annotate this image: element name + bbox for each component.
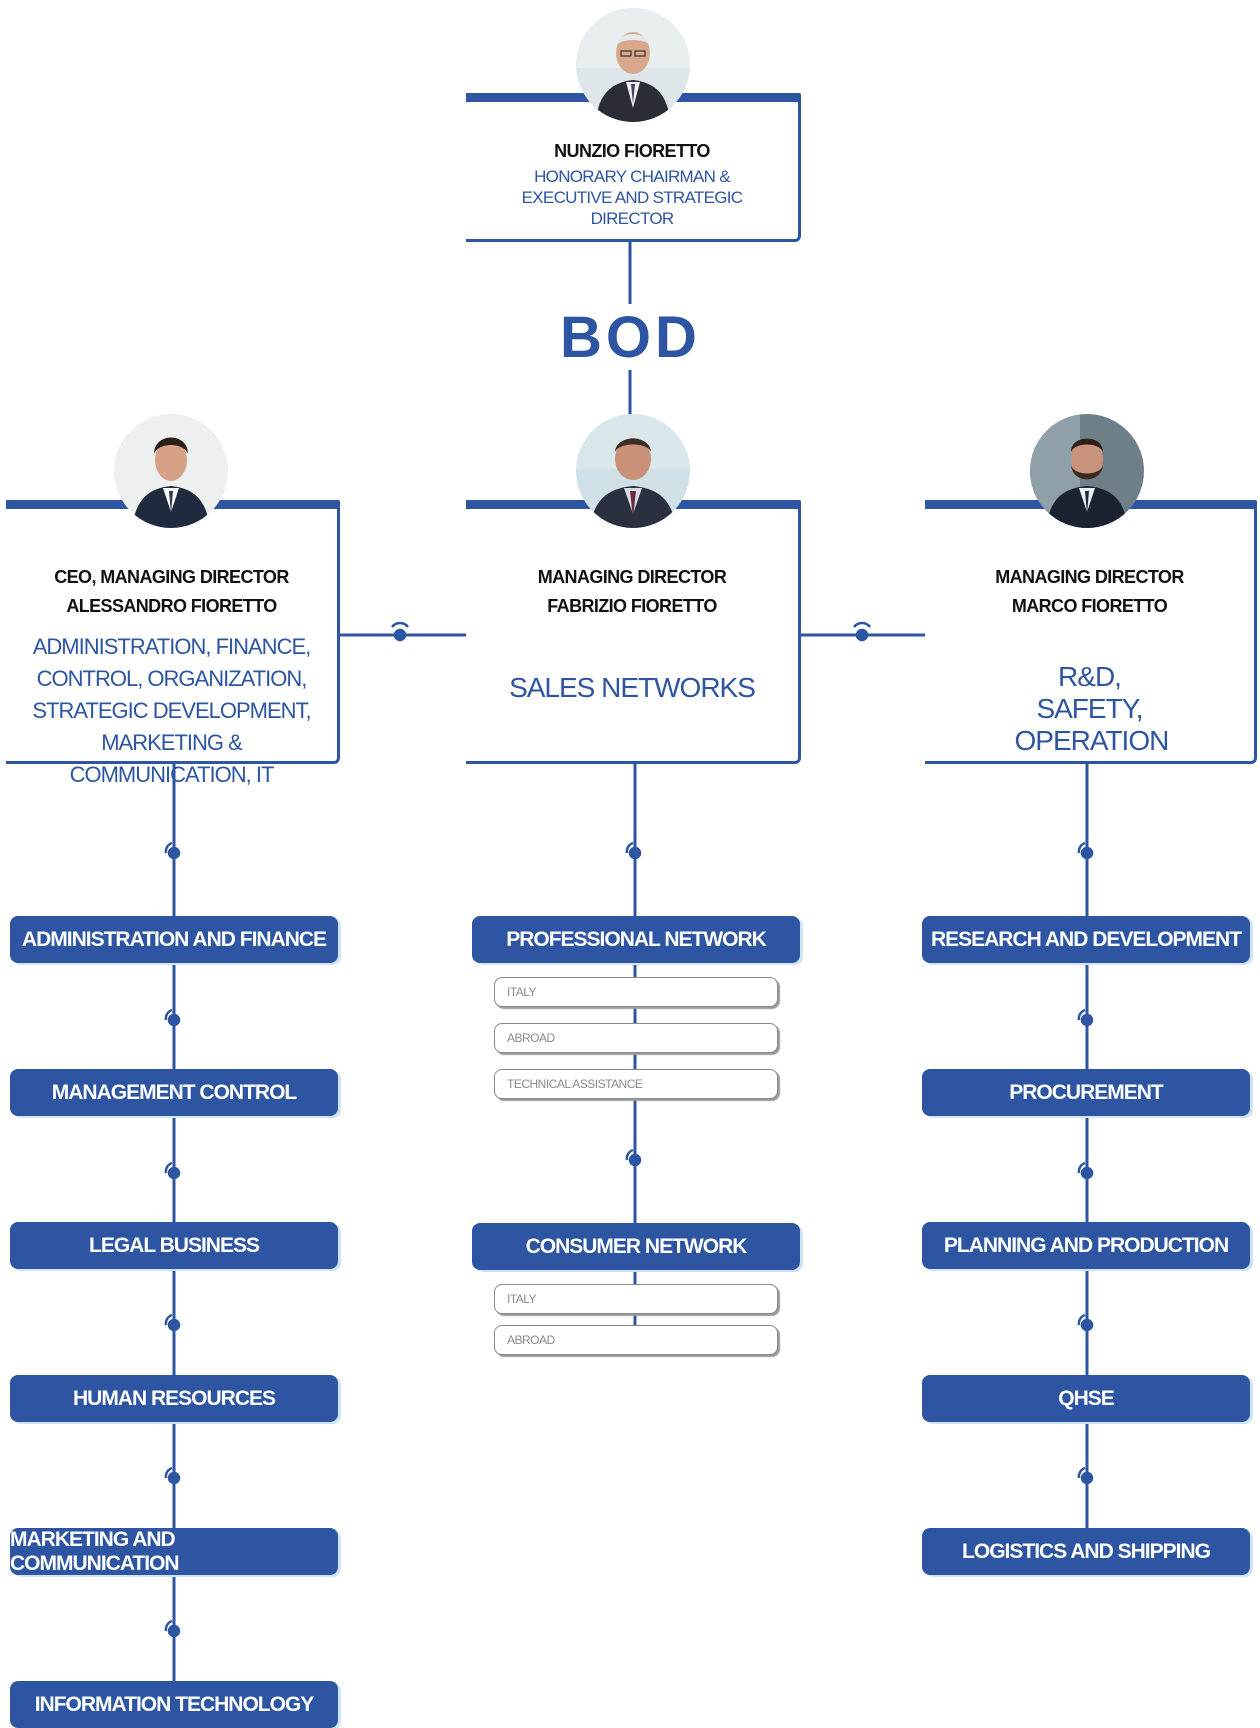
dept-management-control[interactable]: Management Control (10, 1069, 338, 1116)
director-area: Sales Networks (509, 672, 756, 703)
director-photo-center (576, 414, 690, 528)
sub-abroad[interactable]: Abroad (494, 1023, 778, 1053)
dept-administration-finance[interactable]: Administration and Finance (10, 916, 338, 963)
dept-logistics-shipping[interactable]: Logistics and Shipping (922, 1528, 1250, 1575)
sub-technical-assistance[interactable]: Technical Assistance (494, 1069, 778, 1099)
sub-italy[interactable]: Italy (494, 1284, 778, 1314)
director-name: Marco Fioretto (1011, 596, 1168, 616)
hop-marker (1077, 1008, 1094, 1027)
director-card-center: Managing Director Fabrizio Fioretto Sale… (466, 500, 801, 764)
hop-marker (1077, 1466, 1094, 1485)
director-photo-left (114, 414, 228, 528)
hop-marker (1077, 1161, 1094, 1180)
dept-research-development[interactable]: Research and Development (922, 916, 1250, 963)
director-photo-right (1030, 414, 1144, 528)
director-name: Fabrizio Fioretto (547, 596, 717, 616)
hop-marker (164, 1008, 181, 1027)
director-area: Administration, Finance, Control, Organi… (32, 634, 311, 787)
director-card-right: Managing Director Marco Fioretto R&D, Sa… (925, 500, 1257, 764)
hop-marker (625, 841, 642, 860)
director-name: Alessandro Fioretto (66, 596, 277, 616)
dept-marketing-communication[interactable]: Marketing and Communication (10, 1528, 338, 1575)
director-title: CEO, Managing Director (54, 567, 289, 587)
bod-label: BOD (560, 305, 701, 370)
hop-marker (1077, 1313, 1094, 1332)
director-area: R&D, Safety, Operation (1014, 661, 1170, 756)
dept-consumer-network[interactable]: Consumer Network (472, 1223, 800, 1270)
dept-legal-business[interactable]: Legal Business (10, 1222, 338, 1269)
hop-marker (853, 621, 871, 642)
director-card-left: CEO, Managing Director Alessandro Fioret… (6, 500, 340, 787)
hop-marker (625, 1148, 642, 1167)
hop-marker (164, 1161, 181, 1180)
chairman-role: Honorary Chairman & Executive and Strate… (521, 167, 743, 228)
hop-marker (391, 621, 409, 642)
hop-marker (164, 1466, 181, 1485)
chairman-photo (576, 8, 690, 122)
dept-information-technology[interactable]: Information Technology (10, 1681, 338, 1728)
sub-italy[interactable]: Italy (494, 977, 778, 1007)
director-title: Managing Director (995, 567, 1184, 587)
hop-marker (1077, 841, 1094, 860)
hop-marker (164, 841, 181, 860)
dept-qhse[interactable]: QHSE (922, 1375, 1250, 1422)
hop-marker (164, 1619, 181, 1638)
sub-abroad[interactable]: Abroad (494, 1325, 778, 1355)
director-title: Managing Director (537, 567, 727, 587)
dept-professional-network[interactable]: Professional Network (472, 916, 800, 963)
dept-planning-production[interactable]: Planning and Production (922, 1222, 1250, 1269)
chairman-name: Nunzio Fioretto (554, 141, 710, 161)
dept-human-resources[interactable]: Human Resources (10, 1375, 338, 1422)
dept-procurement[interactable]: Procurement (922, 1069, 1250, 1116)
hop-marker (164, 1313, 181, 1332)
